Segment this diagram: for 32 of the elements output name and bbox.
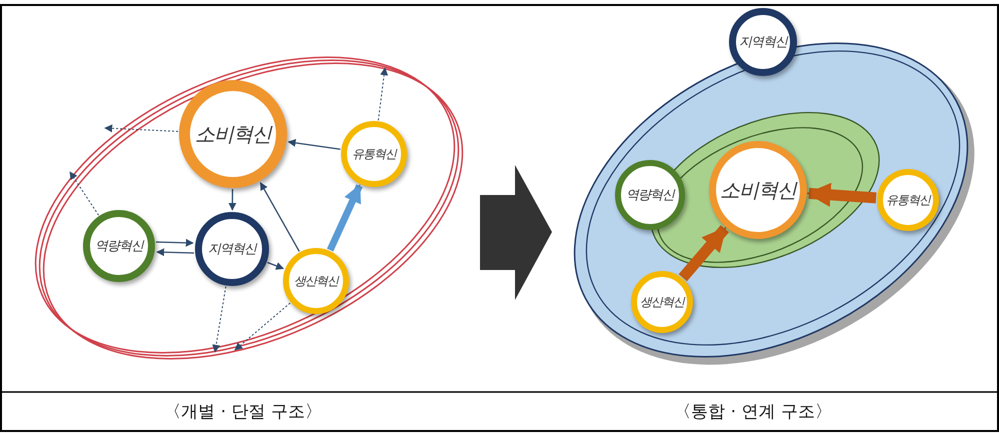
node-label: 역량혁신: [626, 187, 674, 204]
innovation-circle: [195, 212, 269, 286]
node-label: 유통혁신: [352, 146, 396, 162]
innovation-circle: [729, 8, 797, 76]
caption: 〈개별 · 단절 구조〉: [164, 401, 322, 423]
node-label: 역량혁신: [95, 238, 143, 255]
innovation-circle: [83, 210, 155, 282]
node-label: 지역혁신: [208, 241, 256, 258]
node-label: 유통혁신: [886, 192, 930, 208]
caption: 〈통합 · 연계 구조〉: [674, 401, 832, 423]
innovation-circle: [179, 80, 287, 188]
arrow: [806, 182, 876, 207]
arrow: [326, 184, 363, 252]
arrow: [228, 189, 236, 211]
arrow: [267, 262, 284, 270]
arrow: [378, 67, 388, 121]
arrow: [212, 286, 226, 353]
arrow: [260, 182, 300, 252]
innovation-circle: [283, 248, 349, 314]
innovation-circle: [341, 121, 407, 187]
node-label: 지역혁신: [739, 34, 787, 51]
node-label: 소비혁신: [195, 120, 271, 148]
arrow: [288, 138, 340, 150]
node-label: 소비혁신: [720, 176, 796, 204]
node-label: 생산혁신: [294, 272, 338, 290]
arrow: [678, 225, 729, 282]
arrow: [234, 302, 291, 351]
arrow: [104, 124, 179, 132]
arrow: [156, 248, 194, 256]
arrow: [156, 238, 194, 247]
arrow: [70, 171, 100, 216]
node-label: 생산혁신: [640, 294, 684, 310]
